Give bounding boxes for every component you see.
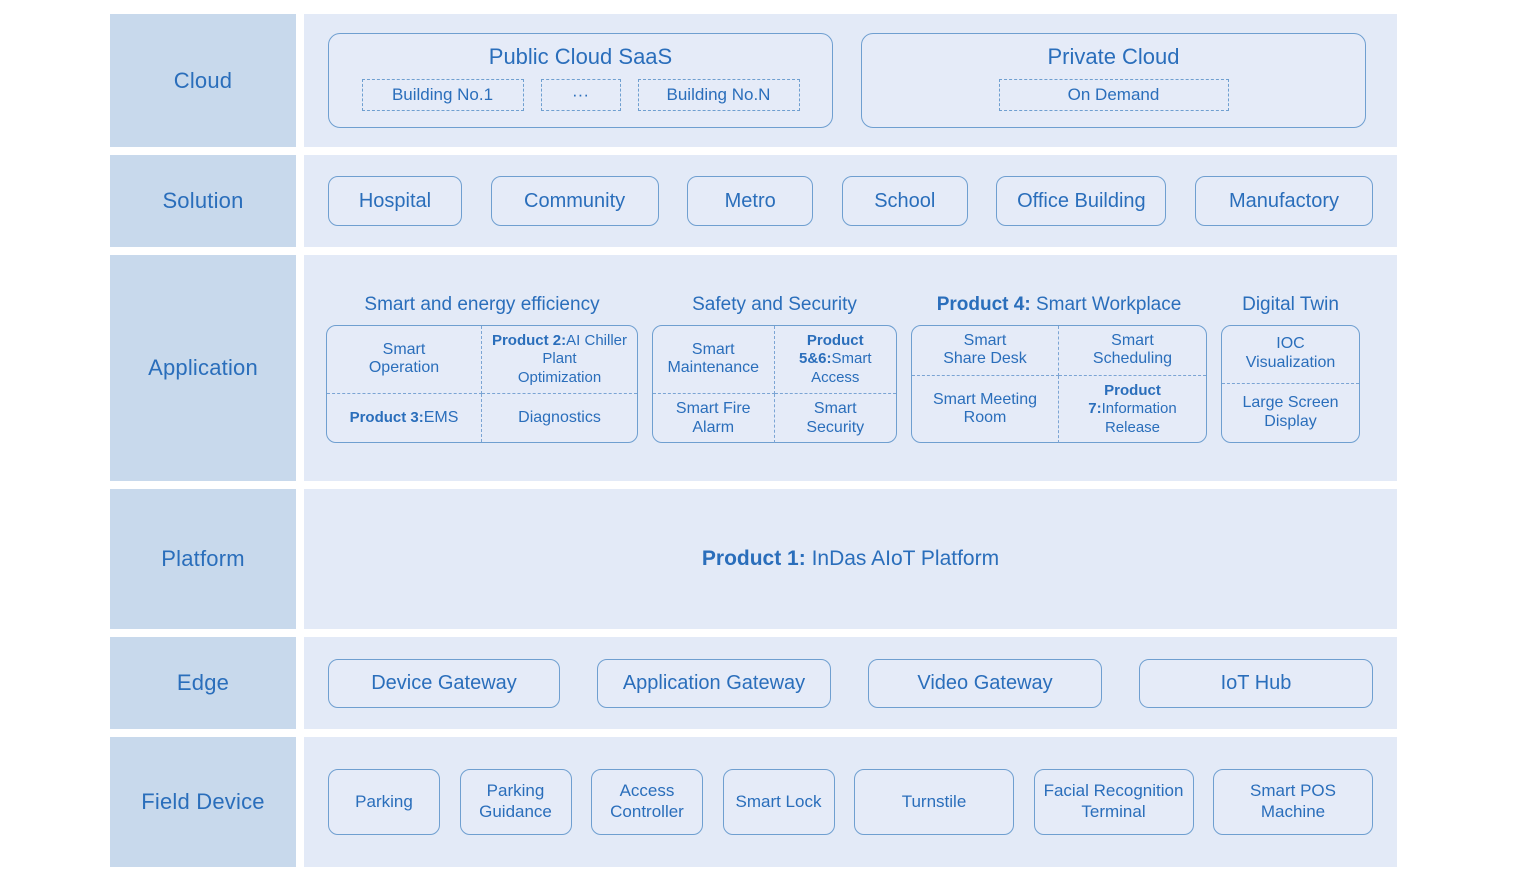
platform-product-bold: Product 1:	[701, 547, 806, 570]
app-group-title-bold-2: Product 4:	[936, 293, 1031, 315]
platform-product-name: InDas AIoT Platform	[811, 547, 1000, 570]
layer-body-solution: Hospital Community Metro School Office B…	[304, 155, 1397, 247]
public-cloud-title: Public Cloud SaaS	[488, 44, 673, 69]
app-cell-diagnostics[interactable]: Diagnostics	[482, 394, 637, 441]
layer-body-edge: Device Gateway Application Gateway Video…	[304, 637, 1397, 729]
layer-body-platform: Product 1: InDas AIoT Platform	[304, 489, 1397, 629]
cell-text-1-1: Smart Access	[811, 350, 872, 386]
building-no-n[interactable]: Building No.N	[637, 79, 800, 111]
solution-manufactory[interactable]: Manufactory	[1194, 176, 1373, 226]
layer-label-platform: Platform	[110, 489, 296, 629]
cell-text-0-2: EMS	[423, 408, 459, 426]
app-group-title-text-2: Smart Workplace	[1035, 293, 1182, 315]
field-device-turnstile[interactable]: Turnstile	[854, 769, 1014, 835]
layer-label-edge: Edge	[110, 637, 296, 729]
app-group-title-digital-twin: Digital Twin	[1242, 294, 1339, 316]
app-group-title-safety-security: Safety and Security	[692, 294, 857, 316]
cell-bold-0-1: Product 2:	[491, 331, 567, 349]
app-group-title-smart-workplace: Product 4: Smart Workplace	[937, 294, 1182, 316]
field-device-parking[interactable]: Parking	[328, 769, 440, 835]
app-group-title-smart-energy: Smart and energy efficiency	[364, 294, 599, 316]
edge-application-gateway[interactable]: Application Gateway	[597, 658, 831, 708]
solution-metro[interactable]: Metro	[687, 176, 814, 226]
app-group-title-text-1: Safety and Security	[692, 293, 857, 315]
private-cloud-items: On Demand	[880, 79, 1347, 111]
layer-label-field-device: Field Device	[110, 737, 296, 867]
cell-bold-0-2: Product 3:	[349, 408, 424, 426]
app-cell-ems[interactable]: Product 3:EMS	[327, 394, 482, 442]
public-cloud-card[interactable]: Public Cloud SaaS Building No.1 ··· Buil…	[328, 33, 833, 128]
edge-device-gateway[interactable]: Device Gateway	[328, 658, 560, 708]
edge-video-gateway[interactable]: Video Gateway	[868, 658, 1102, 708]
layer-label-application: Application	[110, 255, 296, 481]
cell-bold-2-3: Product 7:	[1088, 381, 1161, 418]
layer-row-application: Application Smart and energy efficiency …	[110, 255, 1397, 481]
platform-product[interactable]: Product 1: InDas AIoT Platform	[702, 547, 999, 571]
edge-iot-hub[interactable]: IoT Hub	[1139, 658, 1373, 708]
layer-label-cloud: Cloud	[110, 14, 296, 147]
public-cloud-items: Building No.1 ··· Building No.N	[347, 79, 814, 111]
cell-bold-1-1: Product 5&6:	[798, 331, 864, 368]
layer-row-cloud: Cloud Public Cloud SaaS Building No.1 ··…	[110, 14, 1397, 147]
solution-hospital[interactable]: Hospital	[328, 176, 462, 226]
app-group-title-text-0: Smart and energy efficiency	[364, 293, 600, 315]
on-demand[interactable]: On Demand	[998, 79, 1229, 111]
app-cell-smart-access[interactable]: Product 5&6:Smart Access	[774, 326, 896, 395]
layer-row-edge: Edge Device Gateway Application Gateway …	[110, 637, 1397, 729]
field-device-smart-lock[interactable]: Smart Lock	[722, 769, 835, 835]
building-no-1[interactable]: Building No.1	[361, 79, 524, 111]
app-group-title-text-3: Digital Twin	[1242, 293, 1339, 315]
solution-school[interactable]: School	[841, 176, 968, 226]
layer-row-solution: Solution Hospital Community Metro School…	[110, 155, 1397, 247]
solution-community[interactable]: Community	[490, 176, 659, 226]
cell-text-0-3: Diagnostics	[518, 408, 601, 426]
building-ellipsis: ···	[540, 79, 621, 111]
private-cloud-card[interactable]: Private Cloud On Demand	[861, 33, 1366, 128]
private-cloud-title: Private Cloud	[1047, 44, 1180, 69]
architecture-diagram: Cloud Public Cloud SaaS Building No.1 ··…	[110, 14, 1397, 875]
layer-label-solution: Solution	[110, 155, 296, 247]
layer-row-platform: Platform Product 1: InDas AIoT Platform	[110, 489, 1397, 629]
solution-office-building[interactable]: Office Building	[996, 176, 1167, 226]
layer-body-cloud: Public Cloud SaaS Building No.1 ··· Buil…	[304, 14, 1397, 147]
